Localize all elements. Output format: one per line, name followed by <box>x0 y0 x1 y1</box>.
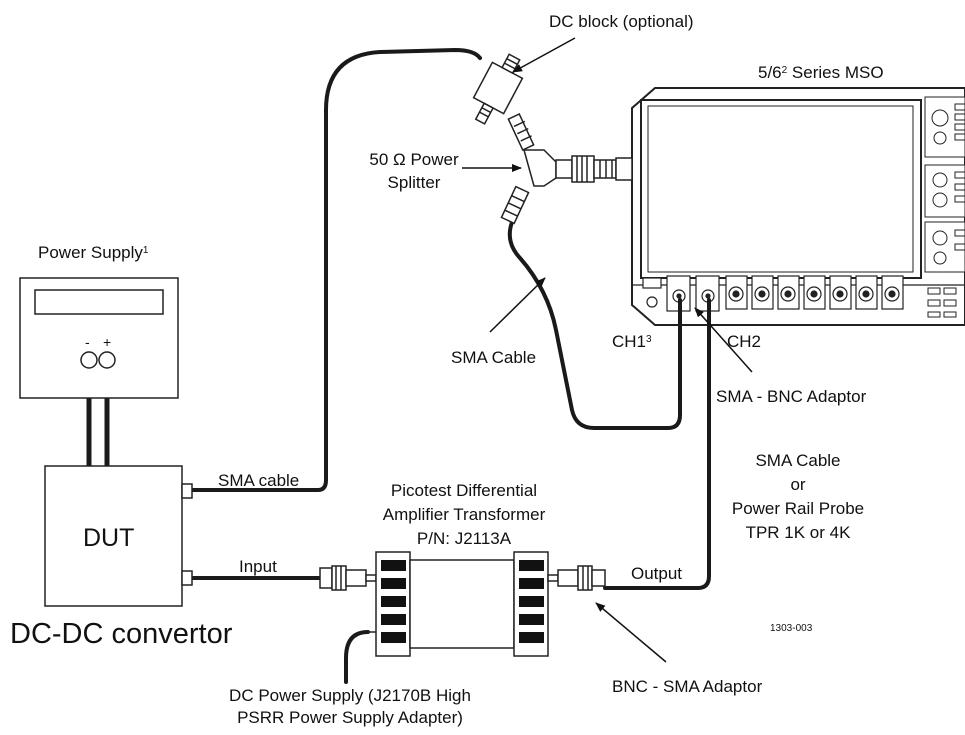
arrow-sma-cable <box>489 277 546 333</box>
power-supply-title: Power Supply <box>38 243 143 262</box>
terminal-minus-label: - <box>85 334 90 350</box>
scope-display <box>640 99 922 279</box>
transformer-label: Picotest Differential Amplifier Transfor… <box>354 481 574 549</box>
dc-block <box>472 53 524 125</box>
dut-label: DUT <box>83 524 135 552</box>
ch1-sup: 3 <box>646 334 652 345</box>
dc-block-label: DC block (optional) <box>549 12 694 31</box>
alt-connection-label: SMA Cable or Power Rail Probe TPR 1K or … <box>722 451 874 543</box>
sma-cable-mid-label: SMA Cable <box>451 348 537 367</box>
power-splitter <box>500 113 633 225</box>
terminal-plus-icon <box>98 351 116 369</box>
alt-line3: Power Rail Probe <box>731 499 865 518</box>
differential-transformer <box>319 551 606 657</box>
scope-title-b: Series MSO <box>787 63 884 82</box>
input-label: Input <box>239 557 277 576</box>
transformer-line3: P/N: J2113A <box>416 529 512 548</box>
figure-id: 1303-003 <box>770 623 813 634</box>
sma-cable-dut-label: SMA cable <box>218 471 300 490</box>
splitter-label-line2: Splitter <box>387 173 441 192</box>
terminal-plus-label: + <box>103 334 112 350</box>
scope-title-sup: 2 <box>781 65 788 76</box>
bnc-sma-adaptor-label: BNC - SMA Adaptor <box>612 677 763 696</box>
sma-cable-dut-to-block <box>190 47 482 492</box>
transformer-line1: Picotest Differential <box>390 481 538 500</box>
output-label: Output <box>631 564 683 583</box>
output-cable <box>603 298 711 590</box>
scope-channel-inputs <box>642 275 904 312</box>
ch2-label: CH2 <box>727 332 762 351</box>
scope-title-a: 5/6 <box>758 63 782 82</box>
dc-supply-label: DC Power Supply (J2170B High PSRR Power … <box>222 686 478 728</box>
sma-bnc-adaptor-label: SMA - BNC Adaptor <box>716 387 867 406</box>
power-supply-sup: 1 <box>142 245 149 256</box>
ch1-label: CH13 <box>612 332 652 352</box>
terminal-minus-icon <box>80 351 98 369</box>
splitter-label: 50 Ω Power Splitter <box>360 150 468 193</box>
scope-control-panel <box>924 96 965 318</box>
power-supply-display <box>34 289 164 315</box>
alt-line2: or <box>790 475 806 494</box>
dc-supply-line2: PSRR Power Supply Adapter) <box>237 708 463 727</box>
dc-dc-convertor-label: DC-DC convertor <box>10 618 233 650</box>
arrow-dc-block <box>512 37 576 73</box>
oscilloscope <box>631 87 965 326</box>
dc-supply-line1: DC Power Supply (J2170B High <box>229 686 471 705</box>
arrow-bnc-sma <box>595 602 667 663</box>
arrow-sma-bnc <box>694 307 753 373</box>
alt-line4: TPR 1K or 4K <box>745 523 851 542</box>
scope-title: 5/62 Series MSO <box>758 63 884 83</box>
dut-box <box>44 465 193 607</box>
dc-power-cable <box>344 630 370 684</box>
transformer-line2: Amplifier Transformer <box>382 505 546 524</box>
ch1-text: CH1 <box>612 332 647 351</box>
power-supply-label: Power Supply1 <box>38 243 148 263</box>
splitter-label-line1: 50 Ω Power <box>369 150 459 169</box>
power-supply <box>19 277 179 399</box>
sma-cable-splitter-to-ch1 <box>507 220 682 430</box>
alt-line1: SMA Cable <box>755 451 841 470</box>
